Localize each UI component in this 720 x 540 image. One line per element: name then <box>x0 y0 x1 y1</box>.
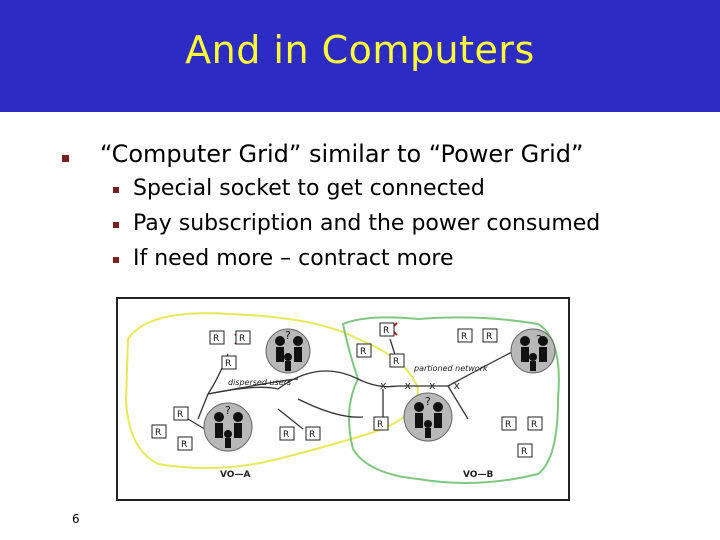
resource-label: R <box>377 420 383 430</box>
resource-box <box>221 355 237 370</box>
vo-a-label: VO—A <box>220 470 250 480</box>
resource-box <box>305 426 321 441</box>
unknown-user-label: ? <box>285 329 291 342</box>
sub-bullet-1: Special socket to get connected <box>133 176 485 201</box>
vo-b-outline <box>341 316 560 484</box>
resource-box <box>177 436 193 451</box>
unknown-user-label: ? <box>225 404 231 417</box>
resource-label: R <box>486 332 492 342</box>
sub-bullet-2: Pay subscription and the power consumed <box>133 211 601 236</box>
resource-box <box>517 443 533 458</box>
partitioned-network-label: partioned network <box>413 364 488 373</box>
resource-label: R <box>360 347 366 357</box>
grid-diagram: x — x — x — x R R R R R R R R R R R R R R R R R ? ? ? <box>116 297 570 501</box>
resource-box <box>373 416 389 431</box>
vo-b-label: VO—B <box>463 470 493 480</box>
user-group-a-bottom: ? <box>203 402 253 452</box>
bullet-main: “Computer Grid” similar to “Power Grid” <box>100 140 584 168</box>
resource-label: R <box>383 326 389 336</box>
bullet-marker <box>113 257 119 263</box>
sub-bullet-3: If need more – contract more <box>133 246 454 271</box>
resource-box <box>482 328 498 343</box>
resource-label: R <box>181 440 187 450</box>
resource-box <box>173 406 189 421</box>
resource-box <box>457 328 473 343</box>
user-group-center: ? <box>403 392 453 442</box>
title-bar <box>0 0 720 112</box>
resource-box <box>527 416 543 431</box>
resource-box <box>356 343 372 358</box>
resource-label: R <box>393 357 399 367</box>
resource-box <box>279 426 295 441</box>
page-number: 6 <box>72 512 80 526</box>
grid-diagram-svg: x — x — x — x R R R R R R R R R R R R R R R R R ? ? ? <box>124 312 560 484</box>
resource-label: R <box>225 359 231 369</box>
resource-box <box>209 330 225 345</box>
resource-label: R <box>239 334 245 344</box>
resource-label: R <box>155 428 161 438</box>
resource-boxes: R R R R R R R R R R R R R R R R R <box>151 322 543 458</box>
resource-box <box>501 416 517 431</box>
resource-box <box>379 322 395 337</box>
bullet-marker <box>113 187 119 193</box>
bullet-marker <box>62 155 69 162</box>
cross-icons <box>234 322 398 345</box>
resource-label: R <box>177 410 183 420</box>
resource-label: R <box>461 332 467 342</box>
resource-label: R <box>531 420 537 430</box>
user-group-b: ? <box>510 328 556 374</box>
slide-title: And in Computers <box>185 28 535 72</box>
user-group-a-top: ? <box>265 328 311 374</box>
resource-label: R <box>283 430 289 440</box>
partition-mark: x — x — x — x <box>380 379 461 392</box>
resource-label: R <box>213 334 219 344</box>
unknown-user-label: ? <box>536 333 542 346</box>
resource-box <box>151 424 167 439</box>
dispersed-users-label: dispersed users <box>228 378 291 387</box>
resource-label: R <box>505 420 511 430</box>
resource-label: R <box>309 430 315 440</box>
resource-box <box>389 353 405 368</box>
unknown-user-label: ? <box>425 395 431 408</box>
resource-box <box>235 330 251 345</box>
bullet-marker <box>113 222 119 228</box>
resource-label: R <box>521 447 527 457</box>
